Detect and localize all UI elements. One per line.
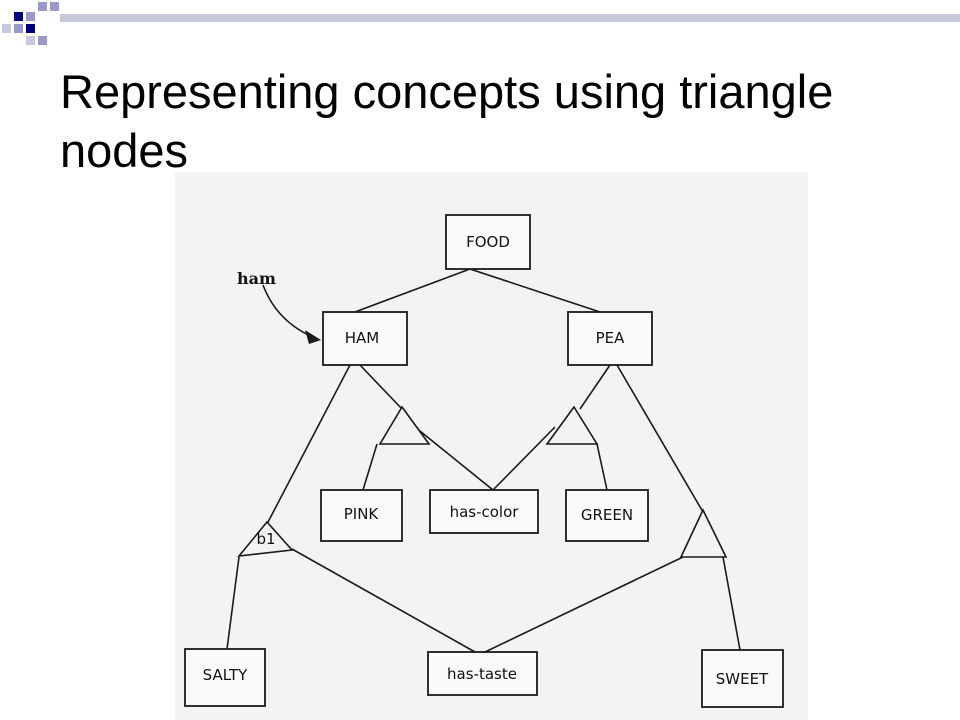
node-pink-box — [320, 489, 403, 542]
edge-food-pea — [469, 268, 601, 313]
node-ham-box — [322, 311, 408, 366]
node-food-label: FOOD — [466, 233, 510, 251]
node-sweet-label: SWEET — [716, 670, 769, 688]
deco-square-light-1 — [26, 12, 35, 21]
deco-square-light-4 — [14, 24, 23, 33]
edge-ham-trihc — [359, 364, 403, 410]
semantic-network-figure: FOOD HAM PEA PINK has-color GREEN SALTY … — [175, 172, 808, 720]
edge-b1-salty — [226, 556, 240, 650]
ham-pointer-arrowhead — [305, 330, 321, 344]
edge-trigc-green — [596, 443, 608, 491]
deco-square-dark-1 — [14, 12, 23, 21]
node-pea-box — [567, 311, 653, 366]
deco-square-light-5 — [38, 36, 47, 45]
node-has-color-label: has-color — [450, 503, 520, 521]
deco-square-light-2 — [38, 2, 47, 11]
triangle-node-b1 — [237, 520, 294, 558]
deco-square-dark-2 — [26, 24, 35, 33]
edge-trigc-hascolor — [492, 426, 556, 491]
node-food-box — [445, 214, 531, 270]
node-green-box — [565, 489, 649, 542]
edge-trisw-hastaste — [484, 556, 684, 653]
corner-decoration — [2, 2, 960, 45]
edge-ham-b1 — [266, 364, 351, 525]
slide-title: Representing concepts using triangle nod… — [60, 65, 834, 177]
node-pea-label: PEA — [596, 329, 626, 347]
node-sweet-box — [701, 649, 784, 708]
network-diagram: FOOD HAM PEA PINK has-color GREEN SALTY … — [184, 214, 784, 708]
deco-bar — [60, 14, 960, 22]
edge-trihc-hascolor — [414, 426, 494, 491]
ham-pointer-arrow — [262, 284, 316, 339]
node-salty-box — [184, 648, 266, 707]
edge-food-ham — [354, 268, 471, 313]
node-ham-label: HAM — [345, 329, 379, 347]
edge-trihc-pink — [362, 443, 378, 491]
node-has-taste-box — [427, 651, 538, 696]
node-salty-label: SALTY — [203, 666, 249, 684]
edge-pea-trigc — [579, 364, 611, 410]
deco-square-light-7 — [2, 24, 11, 33]
node-pink-label: PINK — [344, 505, 380, 523]
edge-pea-trisw — [616, 364, 704, 513]
deco-square-light-3 — [50, 2, 59, 11]
node-has-taste-label: has-taste — [447, 665, 517, 683]
ham-pointer-label: ham — [237, 269, 276, 288]
node-has-color-box — [429, 489, 539, 534]
node-green-label: GREEN — [581, 506, 633, 524]
edge-b1-hastaste — [291, 548, 476, 653]
triangle-node-sweet — [679, 508, 728, 558]
triangle-node-pea-color — [545, 405, 599, 445]
edge-trisw-sweet — [722, 556, 741, 651]
deco-square-light-6 — [26, 36, 35, 45]
triangle-node-ham-color — [378, 405, 431, 445]
triangle-b1-label: b1 — [256, 530, 275, 548]
